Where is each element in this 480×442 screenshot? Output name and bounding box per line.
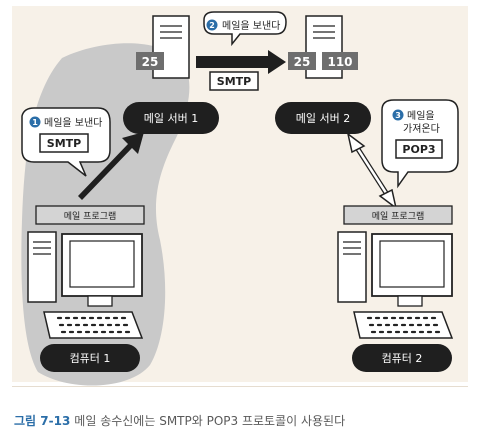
app2-label: 메일 프로그램 — [372, 210, 425, 222]
app1-label: 메일 프로그램 — [64, 210, 117, 222]
pc1-pill — [40, 344, 140, 372]
server2-port-box-a — [288, 52, 316, 70]
step3-line2: 가져온다 — [403, 123, 440, 135]
pc2-label: 컴퓨터 2 — [382, 352, 423, 365]
server1-label: 메일 서버 1 — [144, 111, 198, 125]
step1-number: 1 — [32, 118, 38, 127]
arrow-server1-to-server2 — [196, 50, 286, 74]
arrow-pc1-to-server1 — [78, 132, 144, 200]
caption-label: 그림 7-13 — [14, 414, 71, 428]
server2-label: 메일 서버 2 — [296, 111, 350, 125]
step1-text: 메일을 보낸다 — [44, 117, 102, 129]
pop3-label-box — [395, 139, 443, 159]
server1-port: 25 — [142, 55, 159, 69]
smtp-label-a-box — [39, 133, 89, 153]
smtp-label-b: SMTP — [217, 75, 251, 88]
step2-badge — [206, 19, 218, 31]
app2-bar — [343, 205, 453, 225]
step1-badge — [29, 116, 41, 128]
smtp-label-b-box — [209, 71, 259, 91]
caption-divider — [12, 386, 468, 387]
server2-port-a: 25 — [294, 55, 311, 69]
server2-port-b: 110 — [327, 55, 352, 69]
pc2-pill — [352, 344, 452, 372]
step3-line1: 메일을 — [407, 110, 435, 122]
pc1-label: 컴퓨터 1 — [70, 352, 111, 365]
app1-bar — [35, 205, 145, 225]
pop3-label: POP3 — [402, 143, 435, 156]
computer1-icon — [27, 231, 144, 339]
step3-number: 3 — [395, 111, 401, 120]
caption-text: 메일 송수신에는 SMTP와 POP3 프로토콜이 사용된다 — [74, 414, 346, 428]
step3-badge — [392, 109, 404, 121]
bubble-step2 — [203, 11, 287, 47]
smtp-label-a: SMTP — [47, 137, 81, 150]
server1-port-box — [136, 52, 164, 70]
arrow-server2-pc2 — [346, 132, 398, 210]
server2-port-box-b — [322, 52, 358, 70]
step2-number: 2 — [209, 21, 215, 30]
server2-pill — [275, 102, 371, 134]
step2-text: 메일을 보낸다 — [222, 20, 280, 32]
computer2-icon — [337, 231, 454, 339]
server1-pill — [123, 102, 219, 134]
